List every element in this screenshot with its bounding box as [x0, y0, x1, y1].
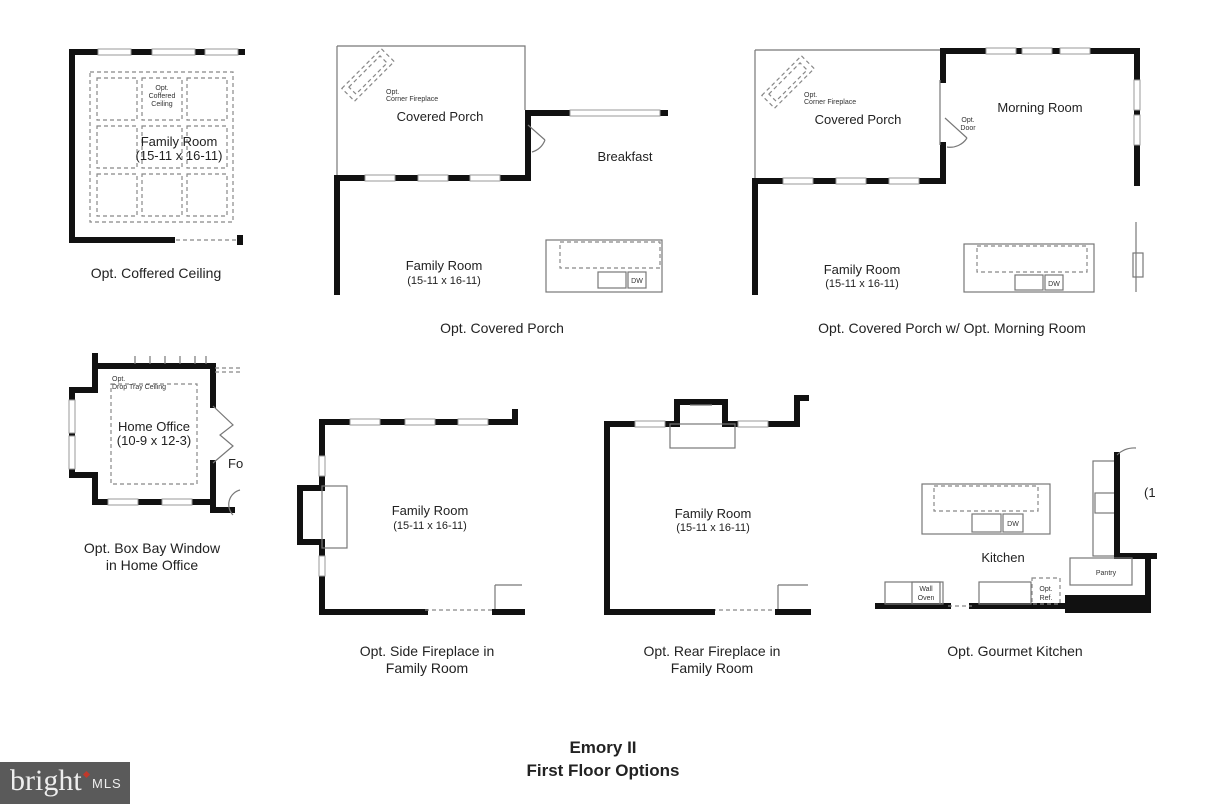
- pantry-label: Pantry: [1096, 570, 1117, 577]
- ref-label: Ref.: [1040, 595, 1053, 602]
- plan-rear-fireplace: Family Room (15-11 x 16-11): [604, 395, 811, 615]
- note-line: Opt.: [961, 117, 974, 124]
- partial-label: Fo: [228, 456, 243, 471]
- room-label: Family Room: [675, 506, 752, 521]
- note-line: Coffered: [149, 93, 176, 100]
- note-line: Opt.: [155, 85, 168, 92]
- caption-morning: Opt. Covered Porch w/ Opt. Morning Room: [818, 320, 1086, 336]
- plan-gourmet-kitchen: DW Kitchen (1 Pantry Wall Oven Opt. Ref.: [875, 447, 1157, 613]
- room-dims: (15-11 x 16-11): [407, 275, 481, 287]
- room-label: Covered Porch: [815, 112, 902, 127]
- logo-accent-icon: [82, 770, 91, 779]
- room-dims: (15-11 x 16-11): [676, 522, 750, 534]
- ref-label: Opt.: [1039, 586, 1052, 593]
- plan-coffered-ceiling: Opt. Coffered Ceiling Family Room (15-11…: [69, 48, 245, 245]
- dishwasher-label: DW: [631, 278, 643, 285]
- logo-brand: bright: [10, 764, 82, 797]
- oven-label: Oven: [918, 595, 935, 602]
- room-label: Covered Porch: [397, 109, 484, 124]
- note-line: Drop Tray Ceiling: [112, 384, 166, 391]
- caption-coffered: Opt. Coffered Ceiling: [90, 265, 222, 281]
- plan-covered-porch: Opt. Corner Fireplace Covered Porch Brea…: [334, 45, 668, 295]
- note-line: Opt.: [386, 89, 399, 96]
- page-title: Emory II First Floor Options: [403, 736, 803, 782]
- title-line-1: Emory II: [569, 738, 637, 757]
- plan-side-fireplace: Family Room (15-11 x 16-11): [297, 409, 525, 615]
- note-line: Corner Fireplace: [804, 99, 856, 106]
- caption-kitchen: Opt. Gourmet Kitchen: [947, 643, 1083, 659]
- room-label: Breakfast: [598, 149, 653, 164]
- bright-mls-logo: bright MLS: [0, 762, 130, 804]
- plan-morning-room: Opt. Corner Fireplace Opt. Door Covered …: [752, 47, 1144, 295]
- note-line: Corner Fireplace: [386, 96, 438, 103]
- room-label: Kitchen: [981, 550, 1024, 565]
- room-dims: (10-9 x 12-3): [117, 433, 191, 448]
- caption-side-1: Opt. Side Fireplace in: [359, 643, 495, 659]
- caption-office-2: in Home Office: [105, 557, 199, 573]
- room-dims: (15-11 x 16-11): [393, 520, 467, 532]
- dishwasher-label: DW: [1007, 521, 1019, 528]
- caption-rear-2: Family Room: [670, 660, 754, 676]
- note-line: Ceiling: [151, 101, 173, 108]
- note-line: Door: [960, 125, 976, 132]
- room-dims: (15-11 x 16-11): [136, 148, 223, 163]
- note-line: Opt.: [112, 376, 125, 383]
- room-label: Family Room: [406, 258, 483, 273]
- room-label: Morning Room: [997, 100, 1082, 115]
- logo-suffix: MLS: [92, 776, 122, 791]
- room-label: Family Room: [824, 262, 901, 277]
- room-dims: (15-11 x 16-11): [825, 278, 899, 290]
- dishwasher-label: DW: [1048, 281, 1060, 288]
- plan-home-office: Opt. Drop Tray Ceiling Home Office (10-9…: [68, 353, 243, 516]
- caption-porch: Opt. Covered Porch: [440, 320, 564, 336]
- title-line-2: First Floor Options: [526, 761, 680, 780]
- caption-office-1: Opt. Box Bay Window: [83, 540, 221, 556]
- partial-label: (1: [1144, 485, 1156, 500]
- room-label: Home Office: [118, 419, 190, 434]
- note-line: Opt.: [804, 92, 817, 99]
- room-label: Family Room: [392, 503, 469, 518]
- oven-label: Wall: [919, 586, 933, 593]
- room-label: Family Room: [141, 134, 218, 149]
- caption-side-2: Family Room: [385, 660, 469, 676]
- caption-rear-1: Opt. Rear Fireplace in: [643, 643, 781, 659]
